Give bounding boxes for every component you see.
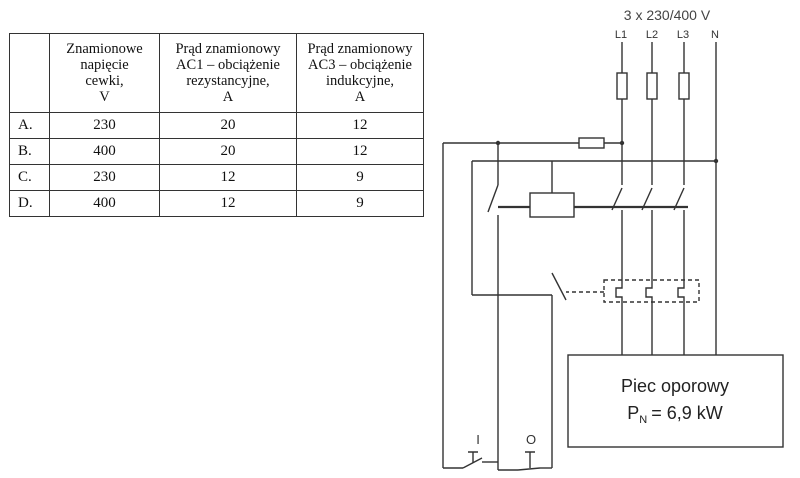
stop-button-label: O xyxy=(526,432,536,447)
thermal-element-l2 xyxy=(645,283,653,302)
stop-button-actuator xyxy=(525,451,535,468)
header-cell-empty xyxy=(9,33,50,113)
header-line: Znamionowe xyxy=(66,41,143,57)
header-line: rezystancyjne, xyxy=(186,73,270,89)
cell-ac1-current: 20 xyxy=(159,112,297,139)
phase-label-n: N xyxy=(711,29,719,41)
header-line: AC3 – obciążenie xyxy=(308,57,412,73)
header-line: Prąd znamionowy xyxy=(175,41,281,57)
header-line: indukcyjne, xyxy=(325,73,395,89)
cell-coil-voltage: 230 xyxy=(49,112,160,139)
contactor-coil xyxy=(529,192,575,218)
supply-lines xyxy=(442,42,784,471)
start-button-actuator xyxy=(468,451,478,463)
header-line: A xyxy=(222,89,234,105)
main-contact-l3 xyxy=(673,187,685,211)
power-symbol: P xyxy=(627,403,639,423)
option-label: A. xyxy=(9,112,50,139)
table-row: A. 230 20 12 xyxy=(9,112,424,139)
thermal-element-l1 xyxy=(615,283,623,302)
option-label: C. xyxy=(9,164,50,191)
start-button-label: I xyxy=(476,432,480,447)
junction-n xyxy=(713,158,719,164)
table-row: D. 400 12 9 xyxy=(9,190,424,217)
thermal-element-l3 xyxy=(677,283,685,302)
power-subscript: N xyxy=(639,414,647,426)
table-row: C. 230 12 9 xyxy=(9,164,424,191)
cell-ac3-current: 12 xyxy=(296,138,424,165)
fuse-l3 xyxy=(678,72,690,100)
option-label: B. xyxy=(9,138,50,165)
main-contact-l1 xyxy=(611,187,623,211)
cell-ac1-current: 12 xyxy=(159,190,297,217)
junction-aux-top xyxy=(495,140,501,146)
fuse-l1 xyxy=(616,72,628,100)
phase-label-l2: L2 xyxy=(646,29,658,41)
power-value: = 6,9 kW xyxy=(651,403,723,423)
stop-button-contact xyxy=(517,467,541,471)
header-line: V xyxy=(99,89,110,105)
table-header-row: Znamionowe napięcie cewki, V Prąd znamio… xyxy=(9,33,424,113)
supply-voltage-label: 3 x 230/400 V xyxy=(624,7,711,23)
header-line: AC1 – obciążenie xyxy=(176,57,280,73)
junction-dots xyxy=(495,140,719,164)
resistance-furnace-box xyxy=(567,354,784,448)
junction-l1 xyxy=(619,140,625,146)
cell-ac3-current: 9 xyxy=(296,190,424,217)
header-line: cewki, xyxy=(85,73,124,89)
main-contact-l2 xyxy=(641,187,653,211)
control-fuse xyxy=(578,137,605,149)
header-ac1-current: Prąd znamionowy AC1 – obciążenie rezysta… xyxy=(159,33,297,113)
load-title: Piec oporowy xyxy=(621,376,729,396)
header-line: napięcie xyxy=(80,57,129,73)
cell-coil-voltage: 400 xyxy=(49,190,160,217)
fuse-l2 xyxy=(646,72,658,100)
phase-label-l1: L1 xyxy=(615,29,627,41)
thermal-nc-contact xyxy=(551,272,567,301)
aux-contact-blade xyxy=(487,184,499,213)
contactor-options-table: Znamionowe napięcie cewki, V Prąd znamio… xyxy=(9,33,424,217)
cell-ac1-current: 12 xyxy=(159,164,297,191)
load-power-rating: PN = 6,9 kW xyxy=(627,403,723,426)
phase-label-l3: L3 xyxy=(677,29,689,41)
header-line: A xyxy=(354,89,366,105)
header-line: Prąd znamionowy xyxy=(307,41,413,57)
